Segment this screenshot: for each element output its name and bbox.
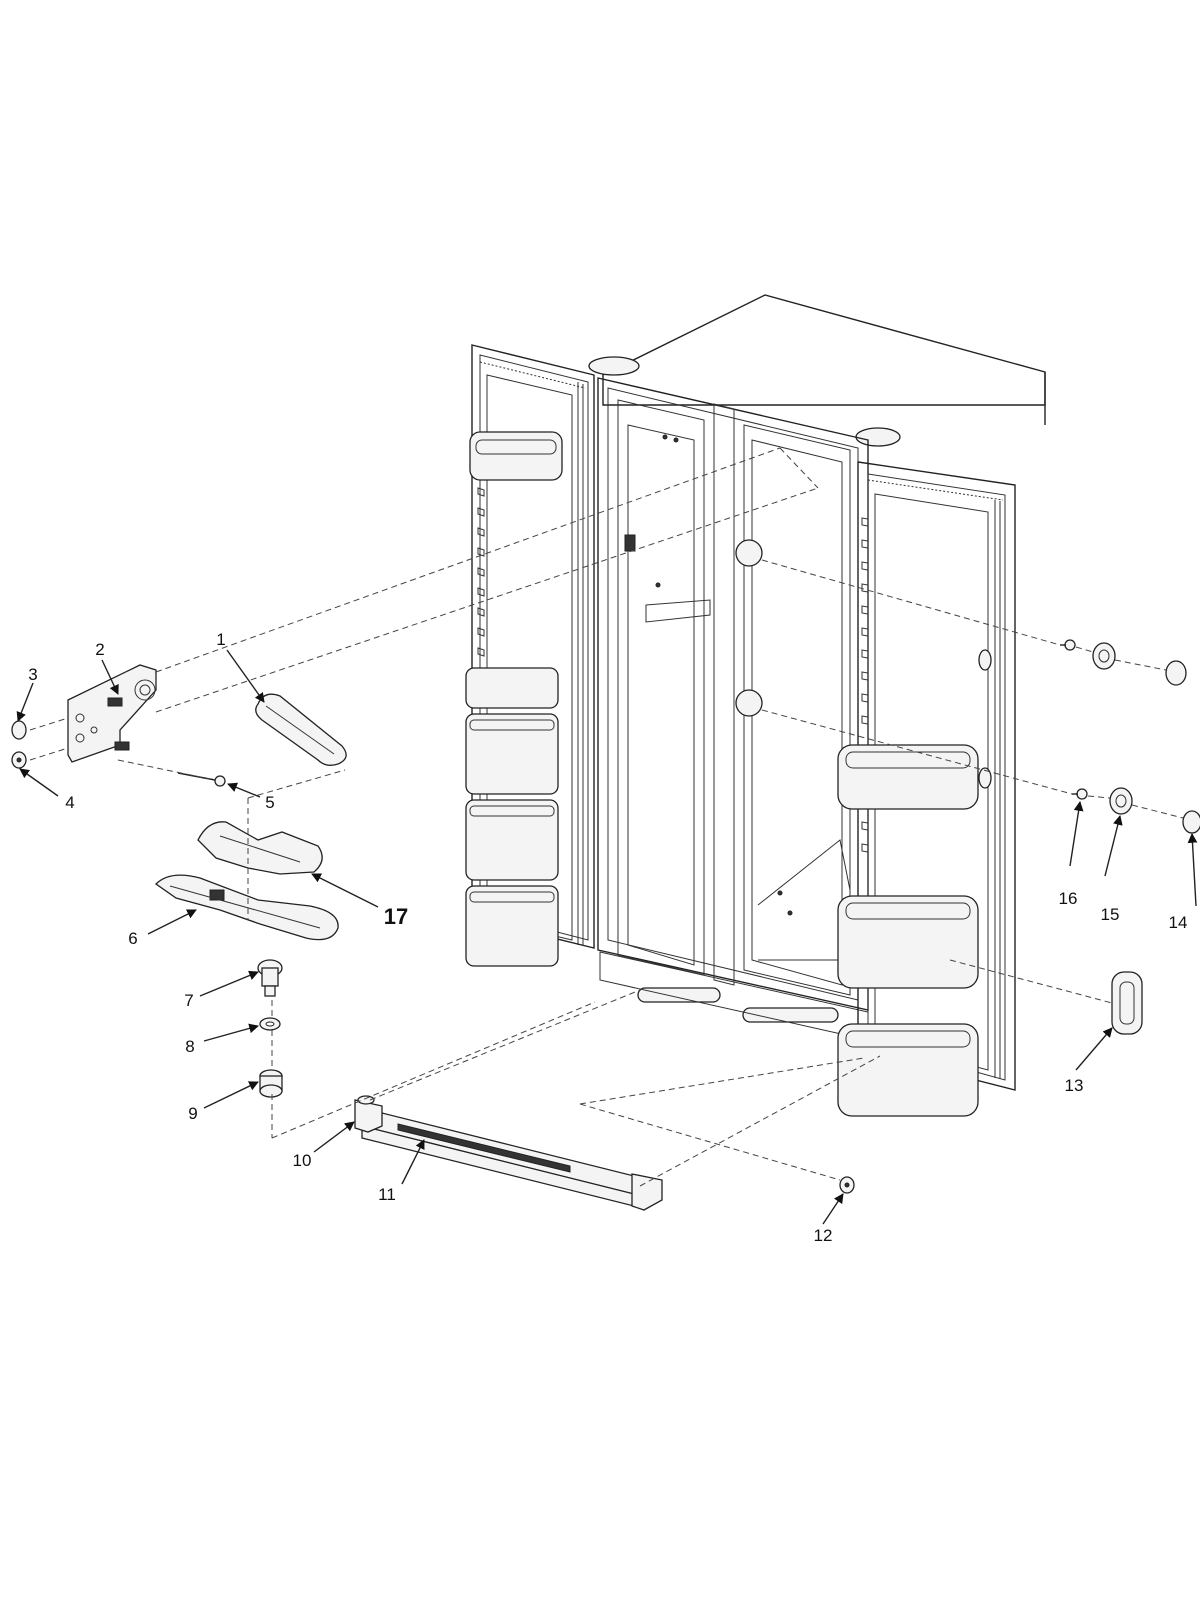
alignment-lines [29, 447, 1184, 1187]
part-2-hinge-bracket [67, 664, 157, 763]
freezer-door-bins [465, 667, 559, 967]
part-4-hinge-screw [11, 751, 27, 769]
label-part-15: 15 [1101, 905, 1120, 924]
part-9-spacer [259, 1069, 283, 1098]
part-17-bracket [197, 821, 323, 875]
part-16-hinge-screw-upper [1060, 639, 1076, 651]
label-part-6: 6 [128, 929, 137, 948]
part-8-washer [259, 1017, 281, 1031]
part-labels: 1 2 3 4 5 6 17 7 8 9 10 11 12 13 14 15 1… [28, 630, 1187, 1245]
label-part-4: 4 [65, 793, 74, 812]
part-12-screw-cap [839, 1176, 855, 1194]
label-part-7: 7 [184, 991, 193, 1010]
part-11-toe-grille [361, 1107, 663, 1211]
part-15-hinge-washer-upper [1092, 642, 1116, 670]
label-part-3: 3 [28, 665, 37, 684]
leader-arrows [16, 649, 1198, 1225]
part-14-hinge-cap-upper [1165, 660, 1187, 686]
label-part-1: 1 [216, 630, 225, 649]
label-part-14: 14 [1169, 913, 1188, 932]
label-part-13: 13 [1065, 1076, 1084, 1095]
part-14-hinge-cap-lower [1182, 810, 1200, 834]
part-16-hinge-screw-lower [1072, 788, 1088, 800]
label-part-11: 11 [378, 1185, 396, 1204]
freezer-door-tabs [477, 487, 485, 657]
label-part-12: 12 [814, 1226, 833, 1245]
part-10-grille-end-cap [354, 1095, 383, 1133]
label-part-5: 5 [265, 793, 274, 812]
fresh-food-door [837, 461, 1016, 1117]
part-15-hinge-washer-lower [1109, 787, 1133, 815]
part-7-hinge-bolt [257, 959, 283, 997]
part-3-hinge-cover [11, 720, 27, 740]
part-1-door-handle [255, 693, 347, 766]
freezer-door [465, 344, 595, 967]
label-part-8: 8 [185, 1037, 194, 1056]
label-part-2: 2 [95, 640, 104, 659]
part-13-end-cap [1111, 971, 1143, 1035]
fresh-food-door-bins [837, 744, 979, 1117]
label-part-10: 10 [293, 1151, 312, 1170]
label-part-9: 9 [188, 1104, 197, 1123]
label-part-17: 17 [384, 904, 408, 929]
part-6-lower-bracket [154, 874, 339, 941]
label-part-16: 16 [1059, 889, 1078, 908]
part-5-hinge-pin [177, 772, 226, 787]
refrigerator-cabinet [588, 294, 1046, 1041]
